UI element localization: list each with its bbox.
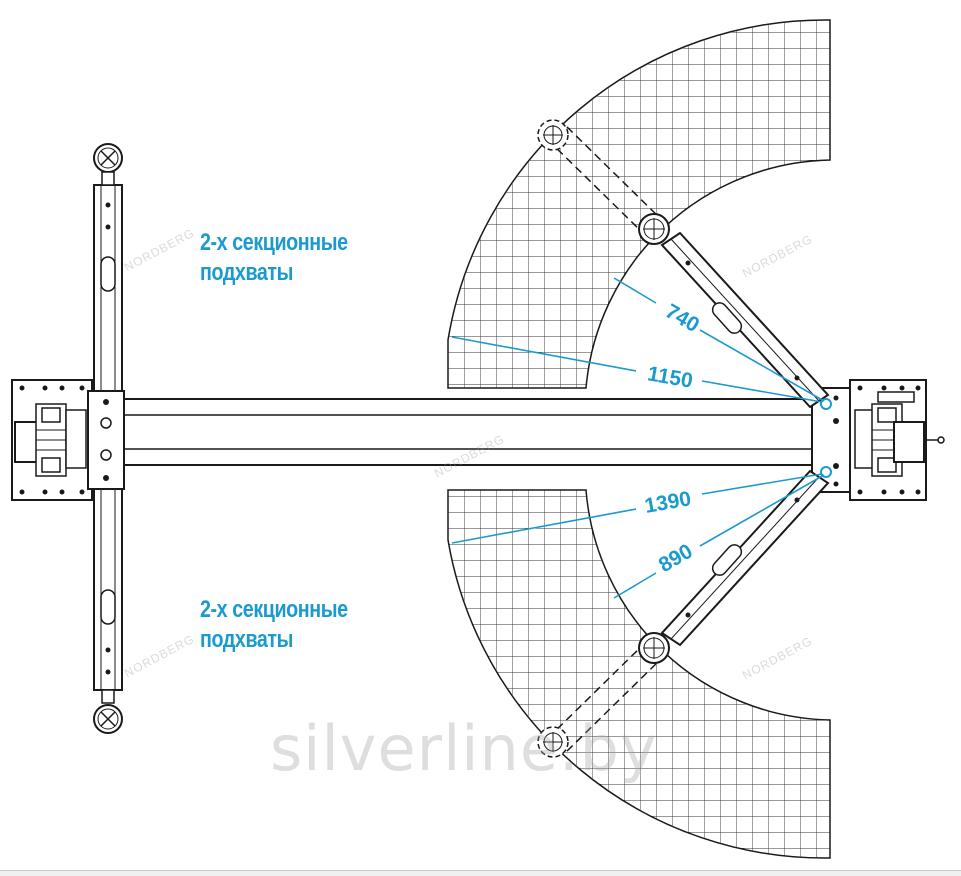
dimension-lines (451, 277, 825, 599)
lower-swing-area (447, 489, 831, 859)
right-column-base (811, 379, 945, 501)
lower-arms-label-line1: 2-х секционные (200, 596, 348, 623)
dim-1150: 1150 (646, 362, 695, 393)
upper-arms-label: 2-х секционные подхваты (200, 228, 348, 288)
upper-arms-label-line1: 2-х секционные (200, 229, 348, 256)
dim-1390: 1390 (643, 487, 693, 518)
dim-740: 740 (661, 300, 703, 337)
lower-arms-label-line2: подхваты (200, 626, 294, 653)
left-column-base (11, 379, 125, 501)
upper-swing-area (447, 19, 831, 389)
dim-890: 890 (655, 540, 697, 577)
upper-arms-label-line2: подхваты (200, 259, 294, 286)
upper-right-arm (537, 119, 830, 409)
bottom-pad-icon (93, 689, 123, 734)
site-watermark: silverline.by (270, 712, 658, 785)
lower-arms-label: 2-х секционные подхваты (200, 595, 348, 655)
bottom-strip (0, 870, 961, 876)
top-pad-icon (93, 143, 123, 186)
lower-right-arm (537, 469, 830, 758)
main-beam (119, 398, 821, 466)
